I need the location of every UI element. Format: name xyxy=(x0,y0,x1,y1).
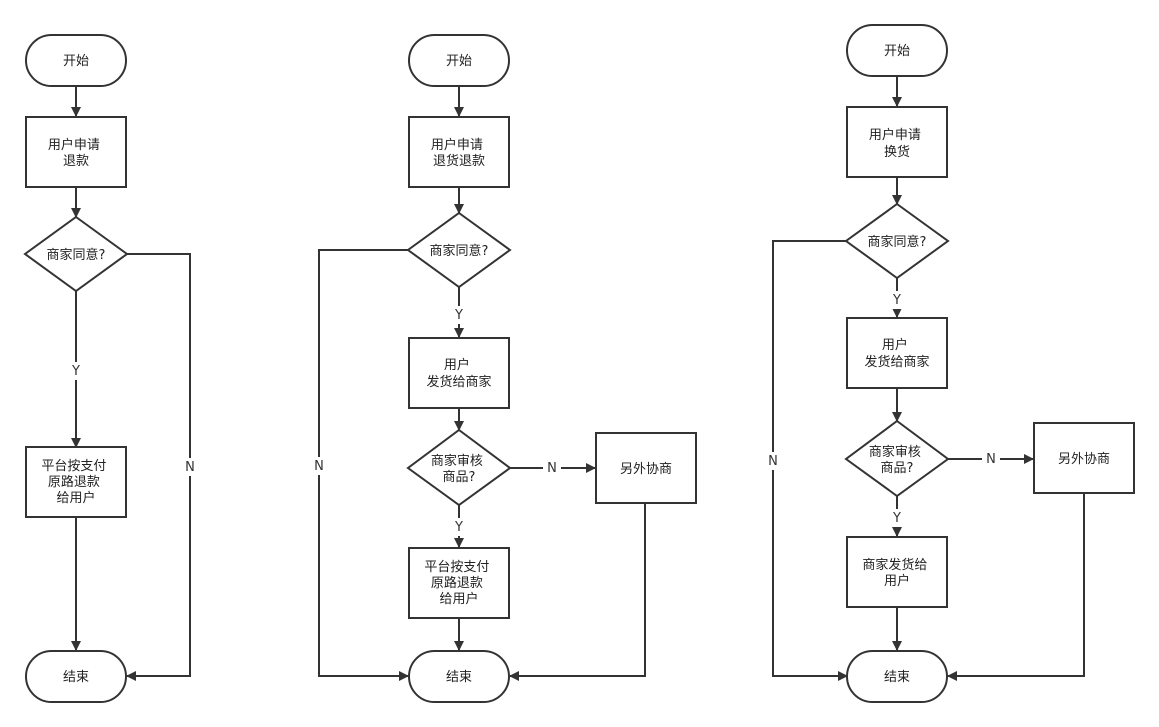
edge-label-no: N xyxy=(185,460,195,475)
start-label: 开始 xyxy=(63,54,89,69)
edge-negotiate-to-end xyxy=(509,503,646,681)
edge-label-review-no: N xyxy=(547,461,557,476)
end-label: 结束 xyxy=(884,670,910,685)
apply-label: 用户申请 退款 xyxy=(48,137,104,169)
merchant-agree-label: 商家同意? xyxy=(47,247,106,263)
end-node xyxy=(846,650,948,703)
merchant-ship-node xyxy=(846,536,948,608)
flow-refund: Y N 开始 用户申请 退款 商家同意? 平台按支付 原路退款 给用户 结束 xyxy=(23,34,198,703)
end-label: 结束 xyxy=(446,670,472,685)
merchant-review-label: 商家审核 商品? xyxy=(431,453,487,485)
platform-refund-label: 平台按支付 原路退款 给用户 xyxy=(41,459,110,506)
platform-refund-node xyxy=(25,446,127,518)
user-ship-node xyxy=(846,317,948,389)
merchant-agree-decision xyxy=(844,202,950,280)
edge-agree-no xyxy=(772,240,848,681)
edge-label-agree-no: N xyxy=(314,459,324,474)
negotiate-node xyxy=(595,432,697,504)
edge-label-agree-yes: Y xyxy=(454,308,463,323)
apply-label: 用户申请 退货退款 xyxy=(431,137,487,169)
merchant-agree-decision xyxy=(23,215,129,293)
merchant-ship-label: 商家发货给 用户 xyxy=(862,557,931,589)
apply-node xyxy=(25,116,127,188)
user-ship-node xyxy=(408,337,510,409)
end-node xyxy=(25,650,127,703)
edge-negotiate-to-end xyxy=(947,493,1085,681)
user-ship-label: 用户 发货给商家 xyxy=(864,337,929,370)
apply-node xyxy=(846,106,948,178)
merchant-agree-label: 商家同意? xyxy=(868,234,927,250)
edge-decision-no xyxy=(126,253,191,681)
edge-label-review-no: N xyxy=(986,452,996,467)
negotiate-node xyxy=(1033,422,1135,494)
user-ship-label: 用户 发货给商家 xyxy=(426,357,491,390)
negotiate-label: 另外协商 xyxy=(620,462,672,477)
merchant-review-decision xyxy=(844,419,950,498)
merchant-review-decision xyxy=(406,428,512,507)
edge-label-agree-no: N xyxy=(768,454,778,469)
merchant-review-label: 商家审核 商品? xyxy=(869,444,925,476)
merchant-agree-label: 商家同意? xyxy=(430,243,489,259)
apply-node xyxy=(408,116,510,188)
merchant-agree-decision xyxy=(406,211,512,289)
platform-refund-label: 平台按支付 原路退款 给用户 xyxy=(424,560,493,607)
flow-exchange: Y N N Y 开始 用户申请 换货 商家同意? 用户 发货给商家 商家审核 商… xyxy=(765,24,1135,703)
end-label: 结束 xyxy=(63,670,89,685)
start-label: 开始 xyxy=(446,54,472,69)
start-label: 开始 xyxy=(884,44,910,59)
apply-label: 用户申请 换货 xyxy=(869,127,925,160)
edge-label-yes: Y xyxy=(71,364,80,379)
edge-label-agree-yes: Y xyxy=(892,293,901,308)
flow-return-refund: Y N N Y 开始 用户申请 退货退款 商家同意? 用户 发货给商家 商家审核… xyxy=(311,34,697,703)
end-node xyxy=(408,650,510,703)
edge-agree-no xyxy=(318,249,409,681)
start-node xyxy=(25,34,127,87)
edge-label-review-yes: Y xyxy=(454,520,463,535)
platform-refund-node xyxy=(408,547,510,619)
negotiate-label: 另外协商 xyxy=(1058,452,1110,467)
edge-label-review-yes: Y xyxy=(892,511,901,526)
start-node xyxy=(846,24,948,77)
start-node xyxy=(408,34,510,87)
